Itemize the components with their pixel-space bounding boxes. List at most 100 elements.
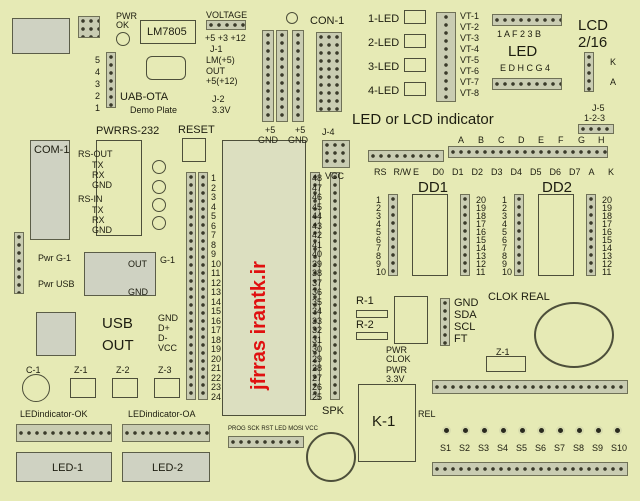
j2-label: J-2	[212, 94, 225, 104]
lcd-pin-label: D5	[530, 167, 542, 177]
rs-in-label: RS-IN	[78, 194, 103, 204]
pwr-v33-label: PWR 3.3V	[386, 365, 407, 384]
switch-button[interactable]	[594, 426, 603, 435]
led-title: LED	[508, 43, 538, 60]
lcd-pin-label: D0	[432, 167, 445, 177]
mcu-pin-right: 43	[312, 220, 323, 231]
mcu-pin-left: 20	[211, 353, 222, 364]
cap-3	[152, 198, 166, 212]
dd2-pin-right: 19	[602, 203, 613, 213]
segment-letter: B	[478, 135, 485, 145]
mcu-pin-left: 22	[211, 372, 222, 383]
g1-connector	[84, 252, 156, 296]
j5-label: J-5	[592, 103, 605, 113]
mcu-pin-left: 9	[211, 249, 217, 259]
led-top-header	[492, 14, 562, 26]
lcd-pin-label: K	[608, 167, 615, 177]
dd1-pin-left: 8	[376, 251, 382, 261]
voltage-label: VOLTAGE	[206, 10, 248, 20]
v33-label: 3.3V	[212, 105, 231, 115]
mcu-left-header-2	[198, 172, 208, 400]
com1-label: COM-1	[34, 144, 70, 156]
rel-label: REL	[418, 409, 436, 419]
k1-relay	[358, 384, 416, 462]
rtc-pin-gnd: GND	[454, 297, 479, 309]
switch-label: S5	[516, 443, 528, 453]
rtc-battery	[534, 302, 614, 368]
switch-button[interactable]	[518, 426, 527, 435]
demo-label: Demo Plate	[130, 105, 178, 115]
j1-label: J-1	[210, 44, 223, 54]
switch-button[interactable]	[499, 426, 508, 435]
mcu-pin-right: 44	[312, 211, 323, 221]
left-number-2: 2	[95, 91, 101, 101]
switch-label: S7	[554, 443, 566, 453]
rtc-pin-ft: FT	[454, 333, 468, 345]
switch-button[interactable]	[480, 426, 489, 435]
vt-label: VT-1	[460, 11, 480, 21]
mcu-pin-left: 18	[211, 334, 222, 345]
dd1-pin-right: 18	[476, 211, 487, 221]
a-label: A	[610, 77, 617, 87]
lcd-pin-label: D4	[510, 167, 523, 177]
dd2-pin-left: 3	[502, 211, 508, 221]
switch-header	[432, 380, 628, 394]
led2-bar	[122, 452, 210, 482]
mcu-pin-left: 7	[211, 230, 217, 240]
con1-header-a	[262, 30, 274, 122]
led2-label: LED-2	[152, 462, 184, 474]
com1-connector	[30, 140, 70, 240]
led-pins-top: 1 A F 2 3 B	[497, 29, 542, 39]
switch-label: S1	[440, 443, 452, 453]
lcd-pin-header	[368, 150, 444, 162]
mcu-right-header-2	[330, 172, 340, 400]
con1-label: CON-1	[310, 15, 345, 27]
mcu-pin-right: 47	[312, 182, 323, 193]
mcu-right-header	[310, 172, 320, 400]
cap-1	[152, 160, 166, 174]
switch-button[interactable]	[556, 426, 565, 435]
led-row-4: 4-LED	[368, 85, 400, 97]
left-number-3: 3	[95, 79, 101, 89]
dd1-chip	[412, 194, 448, 276]
dd2-pin-right: 12	[602, 259, 613, 269]
pwr-ok-label: PWR OK	[116, 11, 137, 30]
dd1-left-header	[388, 194, 398, 276]
prog-header	[228, 436, 304, 448]
dd2-pin-left: 6	[502, 235, 508, 245]
voltage-jumper	[206, 20, 246, 30]
switch-button[interactable]	[442, 426, 451, 435]
transistor-2	[404, 34, 426, 48]
usb-pin-dplus: D+	[158, 323, 170, 333]
rtc-header	[440, 298, 450, 346]
dd2-pin-right: 17	[602, 219, 613, 229]
dd2-chip	[538, 194, 574, 276]
dd2-pin-left: 1	[502, 195, 508, 205]
con1-main	[316, 32, 342, 112]
pwr-select-header	[14, 232, 24, 294]
z3-label: Z-3	[158, 365, 172, 375]
switch-button[interactable]	[461, 426, 470, 435]
z1-part	[70, 378, 96, 398]
seg-letter-header	[448, 146, 608, 158]
gnd-label-3: GND	[128, 287, 148, 297]
mcu-pin-left: 8	[211, 239, 217, 250]
led-row-3: 3-LED	[368, 61, 400, 73]
lcd-pin-label: D1	[452, 167, 464, 177]
out-label-2: OUT	[128, 259, 147, 269]
dd2-pin-left: 7	[502, 243, 508, 253]
mcu-left-header	[186, 172, 196, 400]
mcu-pin-right: 32	[312, 325, 323, 335]
switch-button[interactable]	[575, 426, 584, 435]
tx-label-2: TX	[92, 205, 104, 215]
clock-label: CLOK REAL	[488, 291, 550, 303]
reset-button[interactable]	[182, 138, 206, 162]
regulator-label: LM7805	[147, 26, 187, 38]
left-number-1: 1	[95, 103, 101, 113]
switch-button[interactable]	[613, 426, 622, 435]
mcu-pin-right: 48	[312, 173, 323, 183]
dd2-pin-left: 2	[502, 203, 508, 213]
switch-button[interactable]	[537, 426, 546, 435]
r2-label: R-2	[356, 319, 374, 331]
segment-letter: A	[458, 135, 465, 145]
